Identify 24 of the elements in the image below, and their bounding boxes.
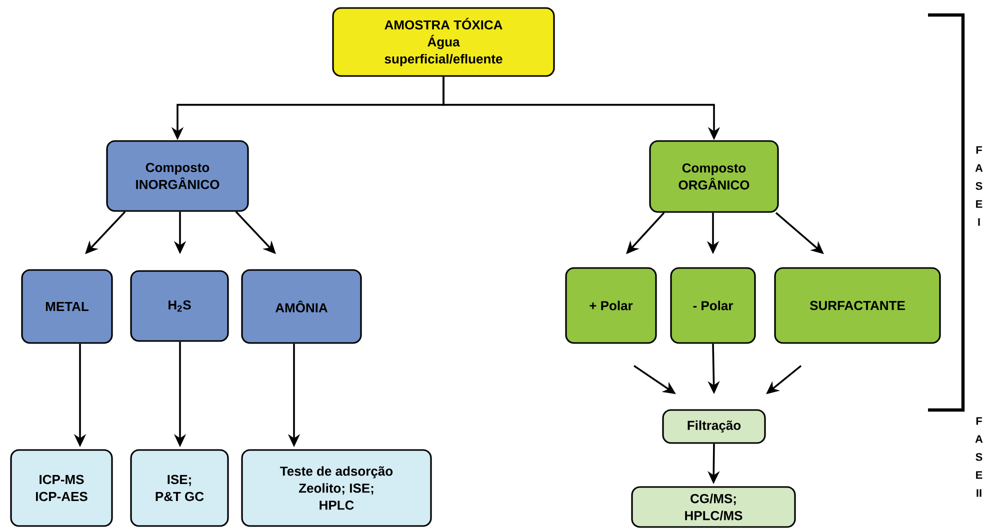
- box: AMÔNIA: [241, 269, 362, 344]
- box: Filtração: [662, 409, 766, 444]
- phase-letter: F: [976, 146, 982, 154]
- phase-letter: F: [976, 417, 982, 425]
- box: Teste de adsorção Zeolito; ISE; HPLC: [241, 449, 432, 527]
- phase-letter: E: [976, 200, 982, 208]
- phase-letter: A: [975, 435, 983, 443]
- phase-letter: A: [975, 164, 983, 172]
- phase-letter: S: [976, 453, 982, 461]
- box: CG/MS; HPLC/MS: [631, 486, 796, 528]
- box: - Polar: [670, 267, 756, 344]
- box: H$_{2}$S: [130, 270, 229, 342]
- box: ICP-MS ICP-AES: [10, 449, 113, 527]
- phase-letter: II: [976, 489, 982, 497]
- box: Composto INORGÂNICO: [106, 140, 249, 212]
- box: Composto ORGÂNICO: [649, 140, 779, 213]
- phase-letter: I: [978, 218, 980, 226]
- phase-letter: S: [976, 182, 982, 190]
- box: ISE; P&T GC: [130, 449, 229, 527]
- box: SURFACTANTE: [774, 267, 941, 344]
- box: + Polar: [565, 267, 657, 344]
- phase-letter: E: [976, 471, 982, 479]
- box: METAL: [21, 269, 113, 344]
- box: AMOSTRA TÓXICA Água superficial/efluente: [332, 7, 555, 77]
